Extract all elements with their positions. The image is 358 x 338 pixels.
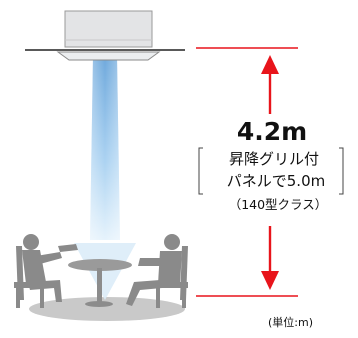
seated-person-left (14, 234, 78, 308)
ceiling-cassette-unit (56, 10, 161, 61)
height-value: 4.2m (236, 117, 308, 146)
floor-shadow (29, 297, 185, 321)
seated-person-right (126, 234, 188, 308)
condition-note-line2: パネルで5.0m (226, 172, 326, 190)
condition-note-line1: 昇降グリル付 (228, 150, 319, 168)
airflow-beam (74, 56, 136, 300)
note-brackets (198, 147, 344, 195)
round-table (68, 259, 132, 307)
condition-note-line3: （140型クラス） (228, 197, 328, 212)
height-dimension-arrow (261, 55, 279, 290)
unit-note: (単位:m) (268, 316, 314, 329)
